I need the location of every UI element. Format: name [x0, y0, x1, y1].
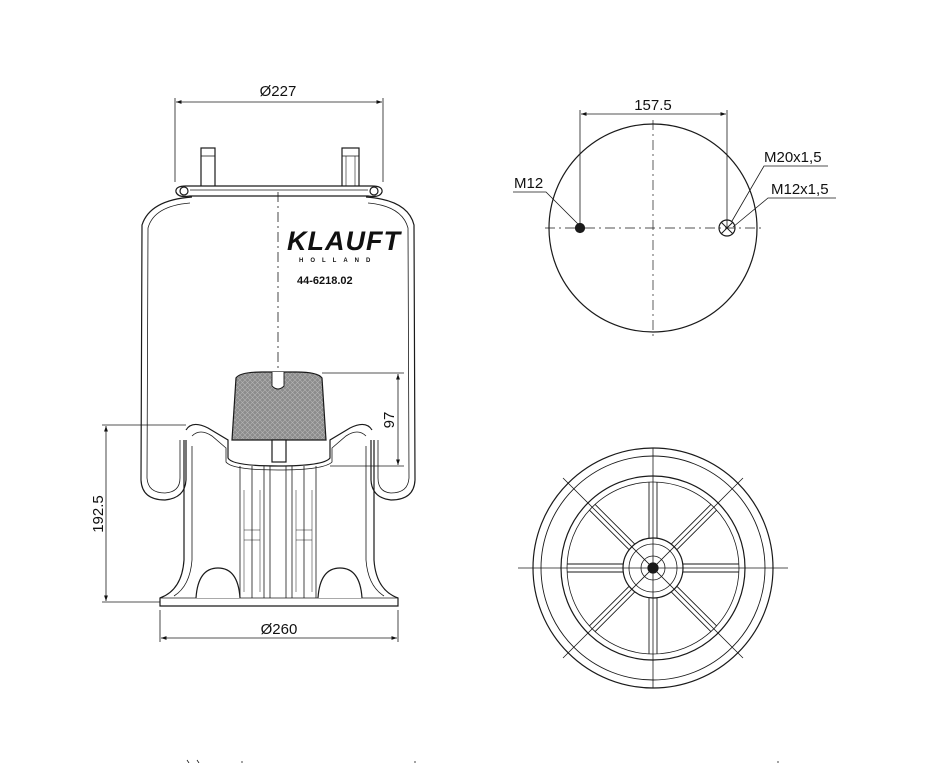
bottom-diameter-label: Ø260 [261, 621, 298, 638]
right-thread-outer-label: M20x1,5 [764, 149, 822, 166]
spoke-edge [594, 504, 635, 545]
left-stud-leader [513, 191, 579, 225]
spoke-edge [671, 591, 712, 632]
top-plate [175, 185, 383, 198]
right-stud-inner-leader [732, 197, 836, 228]
bottom-diameter-dimension [159, 610, 399, 642]
spoke-edge [589, 586, 630, 627]
side-view [102, 98, 416, 642]
right-stud-outer-leader [731, 165, 828, 222]
piston-height-dimension [322, 372, 404, 467]
spoke-edge [589, 509, 630, 550]
height-dimension-label: 192.5 [90, 495, 107, 533]
mounting-studs [200, 147, 360, 191]
spoke-edge [676, 509, 717, 550]
right-stud [718, 219, 736, 237]
spoke-edge [676, 586, 717, 627]
spokes [567, 482, 739, 654]
bellow [140, 196, 416, 501]
bolt-spacing-dimension [579, 110, 728, 228]
left-stud-hole [574, 222, 586, 234]
brand-logo: KLAUFT [287, 226, 402, 256]
piston-cup [185, 423, 373, 467]
top-view [513, 110, 836, 336]
right-thread-inner-label: M12x1,5 [771, 181, 829, 198]
top-diameter-dimension [174, 98, 384, 182]
height-dimension [102, 424, 186, 603]
piston [159, 440, 399, 607]
piston-height-label: 97 [381, 412, 398, 429]
part-number: 44-6218.02 [297, 275, 353, 287]
brand-logo-subtitle: HOLLAND [299, 258, 377, 264]
spoke-edge [594, 591, 635, 632]
left-thread-label: M12 [514, 175, 543, 192]
bumper [231, 371, 327, 441]
bottom-view [518, 447, 788, 689]
top-diameter-label: Ø227 [260, 83, 297, 100]
spoke-edge [671, 504, 712, 545]
bolt-spacing-label: 157.5 [634, 97, 672, 114]
